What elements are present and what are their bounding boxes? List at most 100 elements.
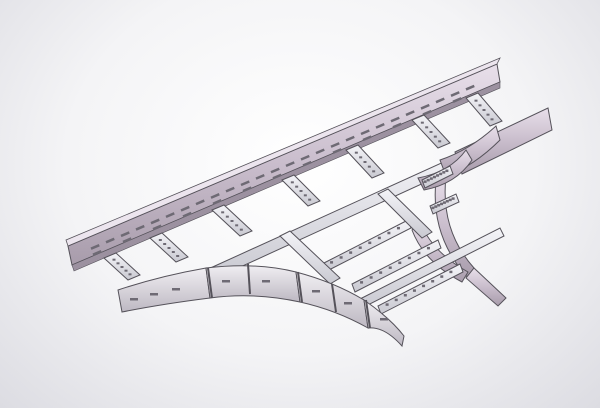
rung-hole — [437, 204, 441, 207]
rung-hole — [417, 251, 421, 255]
rail-slot — [452, 97, 462, 103]
rung-hole — [478, 104, 482, 107]
rung-hole — [425, 126, 429, 129]
rail-slot — [390, 116, 400, 123]
rung-hole — [422, 284, 426, 288]
rung-hole — [359, 156, 363, 159]
rail-slot — [122, 237, 132, 244]
rung-hole — [440, 202, 444, 206]
rail-slot — [150, 293, 158, 296]
rung-hole — [426, 246, 430, 250]
rung-hole — [396, 226, 400, 230]
rail-slot — [332, 148, 342, 154]
rung-hole — [439, 172, 443, 176]
rung-hole — [171, 251, 175, 253]
rung-hole — [449, 270, 453, 274]
rung-hole — [431, 280, 435, 283]
rung-hole — [387, 231, 391, 235]
rung-hole — [433, 135, 437, 138]
rung-hole — [385, 303, 389, 306]
rung-hole — [120, 266, 124, 268]
rail-slot — [405, 110, 415, 117]
rung-hole — [445, 200, 449, 203]
rung-hole — [308, 198, 312, 201]
rung-hole — [429, 131, 433, 133]
rung-hole — [432, 175, 436, 179]
rail-slot — [345, 135, 355, 142]
rung-hole — [445, 169, 449, 173]
rung-hole — [486, 113, 490, 116]
back-side-rail — [65, 57, 501, 272]
front-rail-slots — [130, 280, 388, 321]
rung-hole — [426, 178, 430, 182]
rung-hole — [112, 258, 116, 261]
rail-slot — [222, 280, 230, 283]
rung-hole — [436, 174, 440, 177]
rail-slot — [90, 244, 100, 250]
rung-hole — [163, 243, 167, 245]
rung-hole — [420, 121, 424, 124]
rail-slot — [330, 142, 340, 148]
rung-hole — [239, 228, 243, 231]
rung-hole — [330, 261, 334, 264]
rung-hole — [407, 256, 411, 260]
rail-slot — [362, 135, 372, 142]
rung-hole — [368, 241, 372, 245]
rail-slot — [152, 224, 162, 231]
rung-hole — [354, 151, 358, 154]
rung-hole — [358, 246, 362, 249]
rail-slot — [285, 161, 295, 168]
rail-slot — [302, 160, 312, 167]
rail-slot — [242, 186, 252, 193]
rail-slots — [90, 84, 475, 256]
rung-hole — [403, 294, 407, 297]
rung-hole — [474, 99, 478, 102]
rung-hole — [167, 247, 171, 249]
rail-slot — [225, 186, 235, 193]
rung-hole — [303, 194, 307, 197]
rungs-lower — [321, 165, 464, 315]
rail-slot — [422, 109, 432, 116]
rung-hole — [440, 275, 444, 278]
rung-hole — [442, 171, 446, 174]
rung-hole — [372, 170, 376, 173]
rail-slot — [130, 298, 138, 301]
cross-beams — [279, 188, 505, 309]
rail-slot — [315, 148, 325, 155]
rail-slot — [120, 231, 130, 238]
rung-hole — [412, 289, 416, 292]
rail-slot — [212, 199, 222, 205]
rung-hole — [438, 140, 442, 143]
rung-hole — [451, 197, 455, 200]
rung-hole — [116, 262, 120, 265]
rung-hole — [295, 185, 299, 188]
rung-hole — [442, 201, 446, 204]
rung-hole — [349, 251, 353, 254]
rung-hole — [363, 161, 367, 163]
rail-slot — [150, 218, 160, 225]
rung-hole — [448, 198, 452, 202]
rung-hole — [490, 118, 494, 121]
rail-slot — [420, 103, 430, 110]
rail-slot — [165, 212, 175, 218]
rung-hole — [434, 205, 438, 208]
rung-hole — [398, 261, 402, 265]
rung-hole — [235, 224, 239, 227]
rung-hole — [339, 256, 343, 259]
front-curved-rail — [117, 263, 405, 348]
rung-hole — [394, 298, 398, 302]
rung-hole — [221, 211, 225, 214]
rung-hole — [128, 273, 132, 276]
rail-slot — [375, 122, 385, 129]
rung-hole — [367, 165, 371, 168]
rung-hole — [369, 276, 373, 279]
rung-hole — [379, 271, 383, 274]
rung-hole — [388, 266, 392, 269]
rail-slot — [312, 290, 320, 293]
rungs-upper — [103, 92, 503, 281]
rail-slot — [392, 122, 402, 129]
rung-hole — [423, 180, 427, 183]
rail-slot — [240, 180, 250, 187]
rung-hole — [158, 239, 162, 241]
